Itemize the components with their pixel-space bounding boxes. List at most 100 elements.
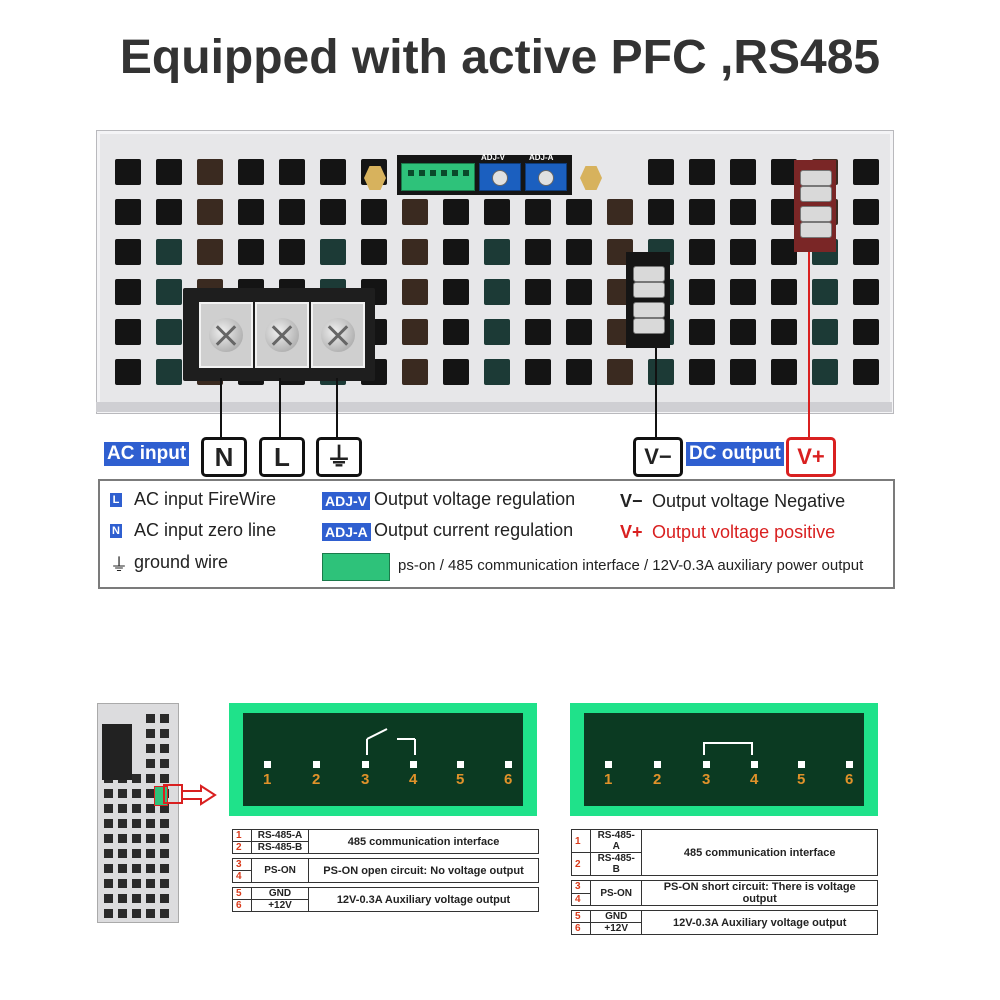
mini-vent-slot: [118, 864, 127, 873]
mini-vent-slot: [160, 714, 169, 723]
mini-vent-slot: [146, 744, 155, 753]
vent-slot: [115, 159, 141, 185]
vent-slot: [279, 239, 305, 265]
legend-box: L AC input FireWire N AC input zero line…: [98, 479, 895, 589]
mini-vent-slot: [132, 774, 141, 783]
pin-number: 4: [409, 771, 418, 788]
mini-vent-slot: [160, 879, 169, 888]
mini-vent-slot: [118, 834, 127, 843]
vent-slot: [525, 319, 551, 345]
vent-slot: [197, 199, 223, 225]
vent-slot: [566, 279, 592, 305]
table-row: 6+12V: [571, 922, 878, 935]
vent-slot: [525, 279, 551, 305]
connector-pin: [798, 761, 805, 768]
table-cell: RS-485-A: [589, 829, 643, 853]
mini-vent-slot: [146, 759, 155, 768]
mini-vent-slot: [160, 909, 169, 918]
table-cell: 3: [232, 858, 252, 871]
vent-slot: [730, 239, 756, 265]
connector-pin: [264, 761, 271, 768]
legend-adjv-text: Output voltage regulation: [374, 489, 576, 509]
vent-slot: [443, 319, 469, 345]
mini-vent-slot: [104, 789, 113, 798]
adj-v-label: ADJ-V: [481, 153, 506, 162]
mini-vent-slot: [146, 789, 155, 798]
green-connector-icon: [322, 553, 390, 581]
arrow-icon: [163, 784, 217, 806]
l-icon: L: [110, 493, 122, 507]
adj-v-potentiometer[interactable]: [479, 163, 521, 191]
table-row: 4: [571, 892, 878, 906]
vent-slot: [443, 279, 469, 305]
vent-slot: [320, 159, 346, 185]
mini-vent-slot: [160, 744, 169, 753]
mini-vent-slot: [104, 909, 113, 918]
legend-connector-text: ps-on / 485 communication interface / 12…: [398, 557, 864, 574]
ground-icon: ⏚: [110, 555, 128, 575]
mini-vent-slot: [118, 804, 127, 813]
pin-number: 5: [797, 771, 806, 788]
connector-pin: [703, 761, 710, 768]
mini-vent-slot: [132, 819, 141, 828]
table-cell: +12V: [589, 922, 643, 935]
standoff-left: [364, 166, 386, 190]
legend-n-text: AC input zero line: [134, 520, 277, 540]
mini-vent-slot: [160, 849, 169, 858]
vent-slot: [115, 319, 141, 345]
control-connector-strip: ADJ-V ADJ-A: [397, 153, 572, 195]
mini-vent-slot: [118, 909, 127, 918]
vent-slot: [689, 159, 715, 185]
adj-a-potentiometer[interactable]: [525, 163, 567, 191]
table-cell: 485 communication interface: [308, 829, 539, 854]
vent-slot: [525, 359, 551, 385]
vent-slot: [115, 279, 141, 305]
vent-slot: [156, 239, 182, 265]
connector-pin: [751, 761, 758, 768]
pin-number: 5: [456, 771, 465, 788]
vent-slot: [853, 359, 879, 385]
table-spacer: [233, 912, 539, 917]
vent-slot: [812, 319, 838, 345]
vent-slot: [279, 199, 305, 225]
vent-slot: [648, 159, 674, 185]
mini-vent-slot: [118, 789, 127, 798]
mini-vent-slot: [132, 894, 141, 903]
table-cell: PS-ON short circuit: There is voltage ou…: [641, 880, 878, 906]
l-symbol: L: [259, 437, 305, 477]
mini-vent-slot: [118, 894, 127, 903]
terminal-screw-l: [255, 302, 309, 368]
vent-slot: [156, 199, 182, 225]
dc-negative-terminal: [626, 252, 670, 348]
vent-slot: [607, 199, 633, 225]
vent-slot: [771, 199, 797, 225]
lead-line-n: [220, 378, 222, 438]
pin-number: 3: [361, 771, 370, 788]
pin-number: 4: [750, 771, 759, 788]
mini-vent-slot: [160, 729, 169, 738]
vent-slot: [566, 359, 592, 385]
panel-lip: [96, 402, 892, 412]
mini-vent-slot: [146, 729, 155, 738]
mini-vent-slot: [118, 819, 127, 828]
v-minus-legend-symbol: V−: [620, 491, 643, 511]
mini-vent-slot: [104, 879, 113, 888]
pin-number: 6: [845, 771, 854, 788]
vent-slot: [648, 199, 674, 225]
v-plus-legend-symbol: V+: [620, 522, 643, 542]
mini-vent-slot: [146, 774, 155, 783]
vent-slot: [402, 319, 428, 345]
vent-slot: [402, 359, 428, 385]
dc-output-label: DC output: [686, 442, 784, 466]
vent-slot: [853, 199, 879, 225]
mini-vent-slot: [104, 849, 113, 858]
pin-number: 1: [604, 771, 613, 788]
connector-pin: [410, 761, 417, 768]
vent-slot: [361, 199, 387, 225]
legend-l-text: AC input FireWire: [134, 489, 277, 509]
vent-slot: [771, 279, 797, 305]
